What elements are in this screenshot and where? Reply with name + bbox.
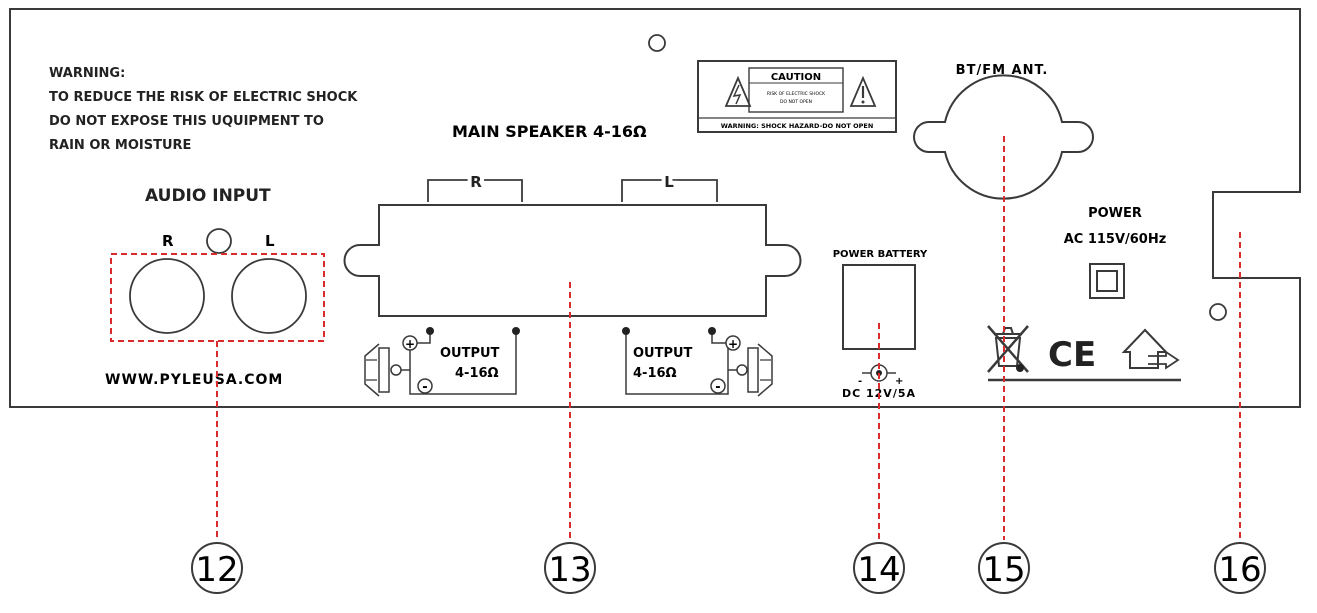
warning-heading: WARNING: <box>49 66 125 81</box>
caution-title: CAUTION <box>771 72 821 83</box>
audio-input-l-label: L <box>265 232 275 250</box>
main-speaker-title: MAIN SPEAKER 4-16Ω <box>452 122 647 141</box>
caution-line-1: RISK OF ELECTRIC SHOCK <box>767 91 826 97</box>
callout-number-14: 14 <box>857 550 900 590</box>
output-minus-sign: - <box>422 380 427 395</box>
minus-terminal-icon <box>710 378 726 394</box>
rca-jack-right[interactable] <box>129 258 205 334</box>
audio-input-small-hole <box>206 228 232 254</box>
plus-terminal-icon <box>725 335 741 351</box>
power-battery-minus: - <box>858 376 862 387</box>
power-section: POWER AC 115V/60Hz CE <box>987 206 1181 382</box>
double-square-icon <box>1089 263 1125 299</box>
caution-footer: WARNING: SHOCK HAZARD-DO NOT OPEN <box>721 122 874 130</box>
callout-number-15: 15 <box>982 550 1025 590</box>
indoor-use-house-icon <box>1121 328 1180 370</box>
speaker-r-bracket <box>427 179 523 202</box>
antenna-connector[interactable] <box>913 74 1094 200</box>
warning-line-3: RAIN OR MOISTURE <box>49 138 191 153</box>
antenna-section: BT/FM ANT. <box>913 63 1094 200</box>
warning-triangle-icon <box>849 75 877 107</box>
callout-number-13: 13 <box>548 550 591 590</box>
output-minus-sign: - <box>715 380 720 395</box>
speaker-icon <box>736 343 773 397</box>
speaker-terminal-outline <box>343 204 802 317</box>
audio-input-r-label: R <box>162 232 174 250</box>
weee-bin-icon <box>987 325 1029 373</box>
caution-title-box <box>748 67 844 113</box>
speaker-l-bracket <box>621 179 718 202</box>
power-rating: AC 115V/60Hz <box>1064 232 1167 247</box>
plus-terminal-icon <box>402 335 418 351</box>
caution-line-2: DO NOT OPEN <box>780 99 812 105</box>
output-diagram-right: + - OUTPUT 4-16Ω <box>364 327 520 397</box>
warning-line-1: TO REDUCE THE RISK OF ELECTRIC SHOCK <box>49 90 358 105</box>
audio-input-title: AUDIO INPUT <box>145 186 271 206</box>
output-impedance-left: 4-16Ω <box>633 366 677 381</box>
output-plus-sign: + <box>405 337 415 351</box>
callout-number-12: 12 <box>195 550 238 590</box>
callout-circle-15 <box>978 542 1030 594</box>
warning-text: WARNING: TO REDUCE THE RISK OF ELECTRIC … <box>49 66 358 153</box>
callout-markers: 12 13 14 15 16 <box>191 542 1266 594</box>
output-label-left: OUTPUT <box>633 346 693 361</box>
rca-jack-left[interactable] <box>231 258 307 334</box>
minus-terminal-icon <box>417 378 433 394</box>
antenna-label: BT/FM ANT. <box>956 63 1049 78</box>
callout-circle-16 <box>1214 542 1266 594</box>
warning-line-2: DO NOT EXPOSE THIS UQUIPMENT TO <box>49 114 324 129</box>
power-battery-plus: + <box>895 376 903 387</box>
ce-mark-icon: CE <box>1048 335 1096 375</box>
callout-circle-12 <box>191 542 243 594</box>
mounting-hole <box>1209 303 1227 321</box>
speaker-terminal-block: R L <box>343 169 802 317</box>
output-impedance-right: 4-16Ω <box>455 366 499 381</box>
output-diagram-left: + - OUTPUT 4-16Ω <box>622 327 773 397</box>
output-label-right: OUTPUT <box>440 346 500 361</box>
speaker-l-label: L <box>664 173 674 191</box>
speaker-r-label: R <box>470 173 482 191</box>
callout-number-16: 16 <box>1218 550 1261 590</box>
warning-triangle-icon <box>724 75 752 107</box>
power-battery-label: POWER BATTERY <box>833 249 928 260</box>
output-plus-sign: + <box>728 337 738 351</box>
caution-label: CAUTION RISK OF ELECTRIC SHOCK DO NOT OP… <box>697 60 897 133</box>
panel-outline <box>9 8 1301 408</box>
callout-lines <box>216 136 1241 540</box>
callout-circle-14 <box>853 542 905 594</box>
power-label: POWER <box>1088 206 1142 221</box>
website-text: WWW.PYLEUSA.COM <box>105 372 283 388</box>
audio-input-section: AUDIO INPUT R L WWW.PYLEUSA.COM <box>105 186 325 388</box>
mounting-hole <box>648 34 666 52</box>
callout-circle-13 <box>544 542 596 594</box>
